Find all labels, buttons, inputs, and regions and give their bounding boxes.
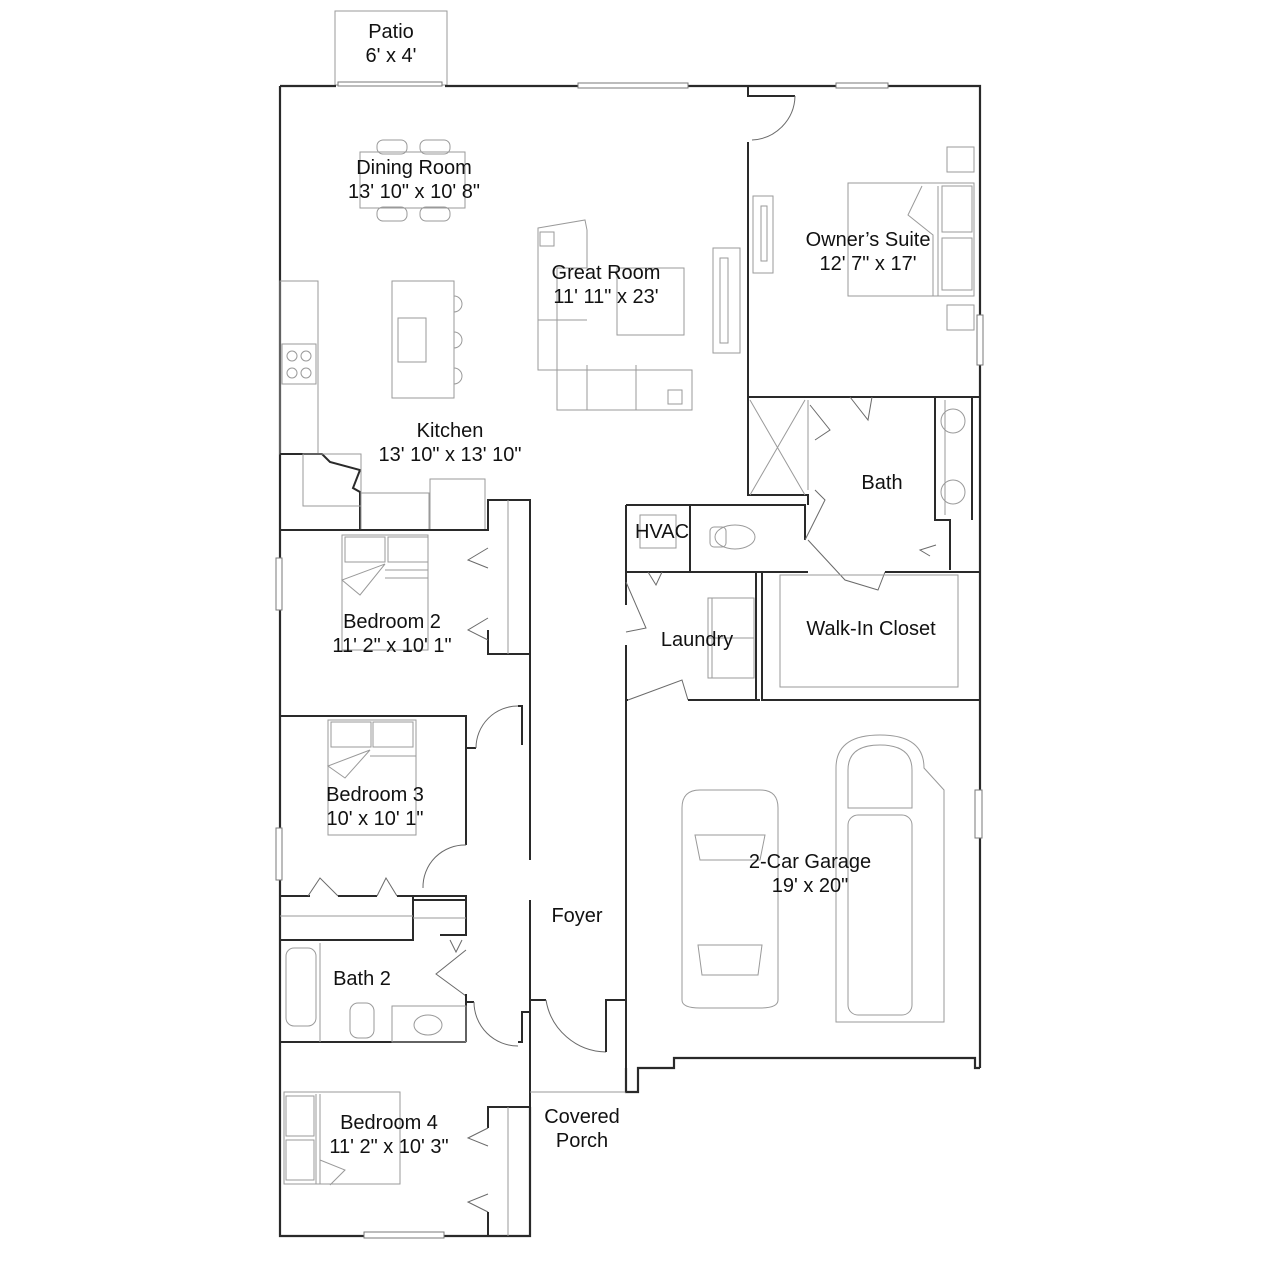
room-dimensions: 19' x 20" <box>771 875 849 897</box>
dining-table <box>359 139 466 222</box>
room-name: Bath 2 <box>333 968 391 990</box>
room-name: Bedroom 4 <box>340 1112 438 1134</box>
kitchen-fixtures <box>279 280 486 531</box>
room-name: Walk-In Closet <box>806 618 936 640</box>
room-name: Owner’s Suite <box>805 229 931 251</box>
room-label-dining-room: Dining Room 13' 10" x 10' 8" <box>348 156 480 204</box>
interior-walls-left <box>275 499 531 1239</box>
room-label-great-room: Great Room 11' 11" x 23' <box>552 261 661 309</box>
room-name: Bedroom 2 <box>343 611 441 633</box>
great-room-furniture <box>537 219 741 411</box>
utility-walls <box>625 396 980 701</box>
room-dimensions: 6' x 4' <box>365 45 417 67</box>
room-dimensions: 11' 11" x 23' <box>553 286 659 308</box>
patio-outline <box>334 10 448 87</box>
room-name: Bath <box>861 472 903 494</box>
room-label-laundry: Laundry <box>661 628 733 652</box>
room-dimensions: 13' 10" x 10' 8" <box>348 181 480 203</box>
room-name: Foyer <box>551 905 603 927</box>
room-label-foyer: Foyer <box>551 904 602 928</box>
room-name: Dining Room <box>356 157 472 179</box>
room-label-walk-in-closet: Walk-In Closet <box>806 617 935 641</box>
garage-cars <box>681 734 983 1023</box>
room-name: HVAC <box>634 521 690 543</box>
room-label-owners-suite: Owner’s Suite 12' 7" x 17' <box>806 228 931 276</box>
room-name: Kitchen <box>416 420 484 442</box>
room-name: Patio <box>368 21 414 43</box>
room-name-line-2: Porch <box>555 1130 609 1152</box>
window <box>577 82 689 89</box>
owner-suite-walls <box>747 86 984 398</box>
room-label-2-car-garage: 2-Car Garage 19' x 20" <box>749 850 871 898</box>
room-label-bedroom-4: Bedroom 4 11' 2" x 10' 3" <box>329 1111 448 1159</box>
room-name-line-1: Covered <box>544 1106 620 1128</box>
window <box>835 82 889 89</box>
room-name: Laundry <box>660 629 734 651</box>
room-label-hvac: HVAC <box>635 520 689 544</box>
room-label-bath: Bath <box>861 471 902 495</box>
room-name: 2-Car Garage <box>748 851 872 873</box>
room-label-bath-2: Bath 2 <box>333 967 391 991</box>
room-dimensions: 10' x 10' 1" <box>326 808 424 830</box>
room-label-bedroom-2: Bedroom 2 11' 2" x 10' 1" <box>332 610 451 658</box>
room-dimensions: 11' 2" x 10' 3" <box>329 1136 449 1158</box>
room-dimensions: 12' 7" x 17' <box>819 253 917 275</box>
room-label-patio: Patio 6' x 4' <box>366 20 417 68</box>
room-name: Great Room <box>551 262 661 284</box>
room-label-bedroom-3: Bedroom 3 10' x 10' 1" <box>326 783 424 831</box>
room-dimensions: 11' 2" x 10' 1" <box>332 635 452 657</box>
foyer-walls <box>530 505 627 1093</box>
room-label-kitchen: Kitchen 13' 10" x 13' 10" <box>378 419 521 467</box>
room-name: Bedroom 3 <box>326 784 424 806</box>
room-dimensions: 13' 10" x 13' 10" <box>378 444 522 466</box>
room-label-covered-porch: Covered Porch <box>544 1105 620 1153</box>
